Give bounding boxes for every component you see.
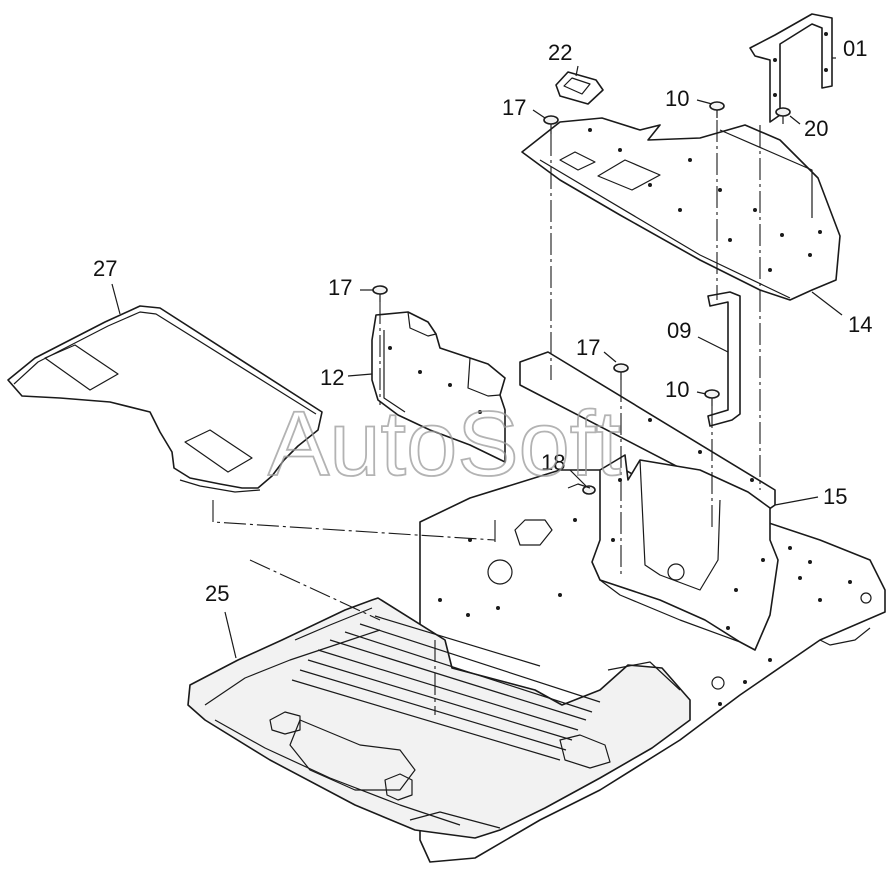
callout-09: 09 [667,318,691,343]
callout-27: 27 [93,256,117,281]
bracket-09 [707,291,741,427]
callout-12: 12 [320,365,344,390]
rear-cover-15 [519,351,779,651]
clip-18 [567,483,596,495]
side-cover-12 [371,311,506,463]
bolt-17-mid [372,285,388,302]
floor-mat-27 [7,305,323,493]
callout-10-top: 10 [665,86,689,111]
callout-17-lower: 17 [576,335,600,360]
callout-14: 14 [848,312,872,337]
bolt-17-lower [613,363,629,380]
callout-17-top: 17 [502,95,526,120]
plate-22 [555,71,604,105]
callout-10-lower: 10 [665,377,689,402]
bolt-20 [775,107,791,124]
bolt-10-top [709,101,725,118]
bolt-17-top [543,115,559,134]
bracket-01 [749,13,833,123]
callout-01: 01 [843,36,867,61]
floor-mat-25 [187,597,691,839]
floor-plate-14 [521,117,841,301]
callout-leaders [111,57,843,659]
bolt-10-lower [704,389,720,406]
assembly-lines [212,120,761,715]
callout-17-mid: 17 [328,275,352,300]
callout-numbers: 01 22 17 10 20 14 27 17 12 09 17 10 18 1… [93,36,872,606]
callout-22: 22 [548,40,572,65]
watermark: AutoSoft [268,393,621,495]
callout-18: 18 [541,450,565,475]
callout-25: 25 [205,581,229,606]
callout-20: 20 [804,116,828,141]
callout-15: 15 [823,484,847,509]
floor-mat-ribs [291,615,601,761]
